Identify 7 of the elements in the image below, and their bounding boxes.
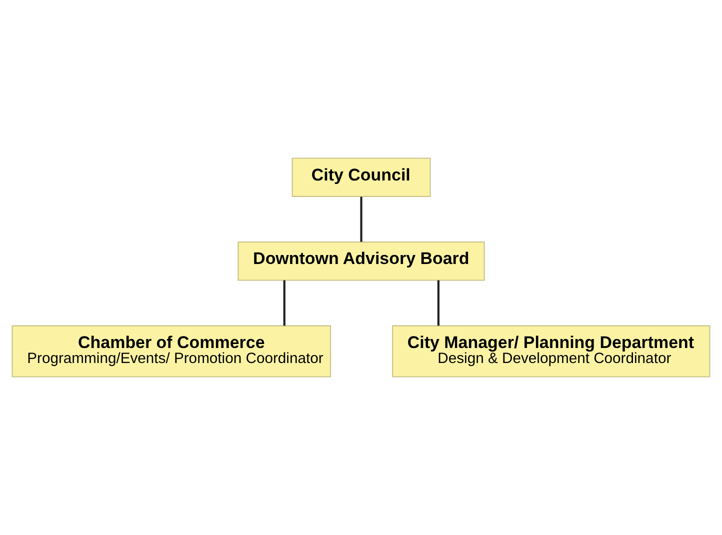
connector (360, 196, 362, 242)
connector (437, 280, 440, 326)
node-box: City Council (292, 158, 431, 197)
connector (283, 280, 286, 326)
node-box: City Manager/ Planning Department Design & Development Coordinator (392, 325, 710, 378)
node-box: Downtown Advisory Board (238, 242, 485, 281)
node-box: Chamber of Commerce Programming/Events/ Promotion Coordinator (12, 325, 332, 378)
